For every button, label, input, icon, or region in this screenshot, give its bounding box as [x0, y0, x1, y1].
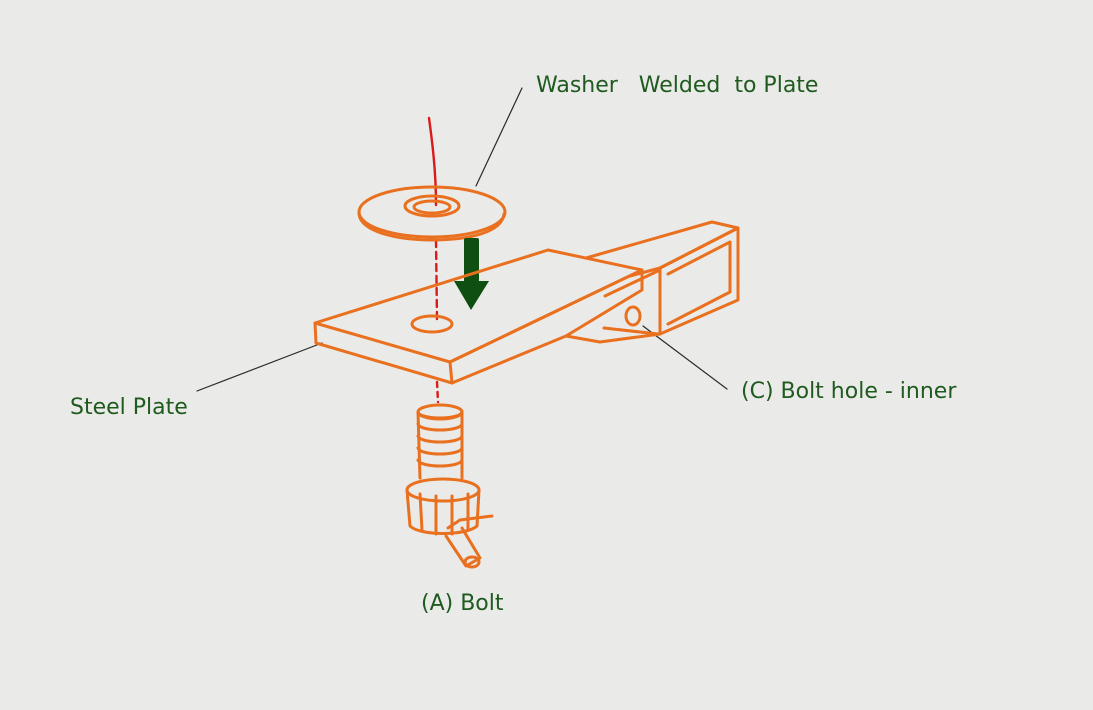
tube-side-face — [603, 268, 662, 298]
down-arrow — [454, 238, 489, 310]
leader-line-steel-plate — [196, 342, 323, 392]
washer-hole — [403, 194, 461, 218]
plate-hole — [410, 314, 454, 334]
tube-end-face — [658, 226, 740, 336]
washer-label: Washer Welded to Plate — [536, 73, 819, 98]
plate-front-edge — [313, 321, 454, 385]
axis-middle-segment — [434, 238, 439, 322]
bolt-sketch — [405, 403, 494, 569]
washer-hole-inner — [412, 199, 452, 215]
bolt-head-sides — [405, 488, 481, 535]
axis-lower-segment — [435, 380, 440, 404]
tube-end-inner — [666, 240, 732, 326]
bolt-label: (A) Bolt — [421, 591, 504, 616]
bolt-hole-label: (C) Bolt hole - inner — [741, 379, 957, 404]
washer-thickness — [357, 212, 506, 242]
bolt-thread-1 — [416, 410, 464, 420]
washer-sketch — [357, 185, 507, 242]
plate-and-tube-sketch — [313, 220, 740, 385]
tube-side-bottom — [602, 326, 660, 336]
bolt-shank-left — [416, 410, 422, 480]
bolt-hole-c — [624, 305, 642, 327]
arrow-shaft — [464, 238, 479, 282]
leader-lines — [196, 87, 728, 392]
tube-underside — [564, 332, 662, 344]
bolt-pin — [444, 514, 494, 568]
steel-plate-label: Steel Plate — [70, 395, 188, 420]
arrow-head — [454, 281, 489, 310]
plate-side-edge — [448, 268, 644, 385]
washer-outer-rim — [357, 185, 507, 239]
bolt-head-facets — [418, 492, 470, 536]
leader-line-bolt-hole — [642, 325, 728, 390]
leader-line-washer — [475, 87, 523, 187]
bolt-pin-end — [463, 555, 481, 569]
